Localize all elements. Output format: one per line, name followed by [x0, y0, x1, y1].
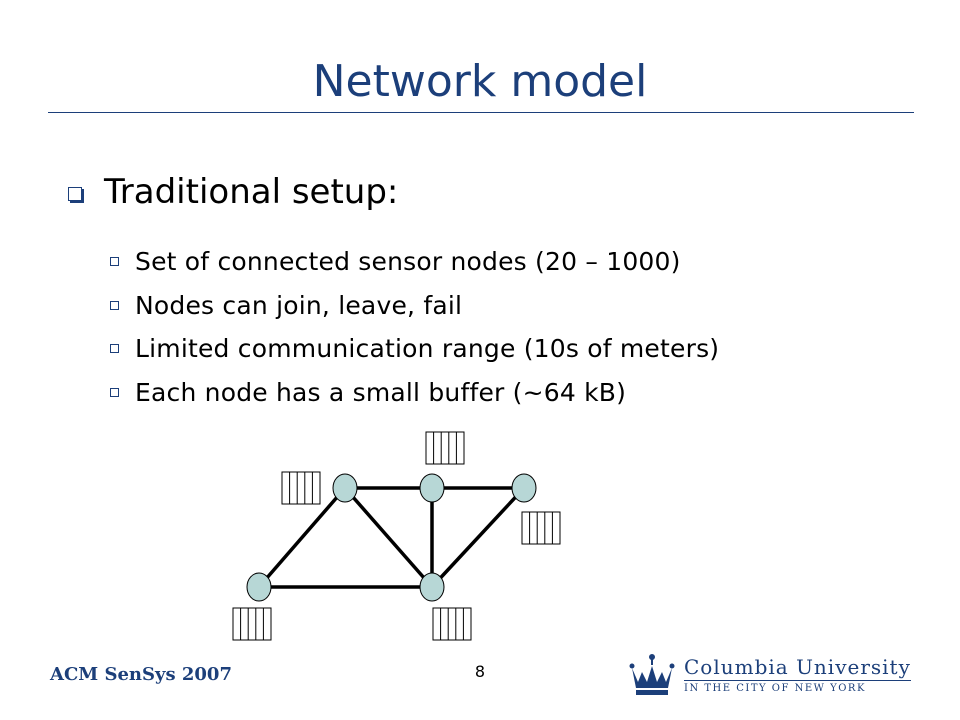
sub-bullet-item: Nodes can join, leave, fail — [110, 284, 719, 328]
logo-sub-text: IN THE CITY OF NEW YORK — [684, 679, 911, 694]
crown-icon — [629, 654, 675, 695]
square-bullet-icon — [68, 187, 82, 201]
sub-bullet-text: Each node has a small buffer (~64 kB) — [135, 377, 627, 407]
sensor-node — [246, 572, 272, 602]
buffer-icon — [432, 607, 472, 641]
sub-bullet-item: Limited communication range (10s of mete… — [110, 327, 719, 371]
logo-main-text: Columbia University — [684, 654, 911, 679]
sensor-node — [419, 473, 445, 503]
main-bullet-text: Traditional setup: — [104, 172, 399, 212]
edge — [430, 486, 526, 589]
sub-bullet-text: Nodes can join, leave, fail — [135, 290, 463, 320]
sub-bullet-text: Limited communication range (10s of mete… — [135, 334, 720, 364]
sub-bullet-item: Each node has a small buffer (~64 kB) — [110, 371, 719, 415]
small-square-bullet-icon — [110, 344, 119, 354]
buffer-icon — [232, 607, 272, 641]
slide-title: Network model — [312, 56, 648, 107]
sensor-node — [419, 572, 445, 602]
sensor-node — [332, 473, 358, 503]
page-number: 8 — [474, 662, 486, 681]
title-divider — [48, 112, 914, 113]
network-nodes — [246, 473, 537, 602]
edge — [343, 486, 434, 589]
sensor-node — [511, 473, 537, 503]
buffer-icon — [425, 431, 465, 465]
sub-bullet-list: Set of connected sensor nodes (20 – 1000… — [110, 240, 719, 414]
sub-bullet-item: Set of connected sensor nodes (20 – 1000… — [110, 240, 719, 284]
small-square-bullet-icon — [110, 387, 119, 397]
edge — [257, 486, 347, 589]
university-logo: Columbia University IN THE CITY OF NEW Y… — [628, 652, 911, 698]
node-buffers — [232, 431, 561, 641]
buffer-icon — [281, 471, 321, 505]
sub-bullet-text: Set of connected sensor nodes (20 – 1000… — [135, 247, 681, 277]
small-square-bullet-icon — [110, 300, 119, 310]
main-bullet: Traditional setup: — [68, 172, 398, 212]
buffer-icon — [521, 511, 561, 545]
network-edges — [257, 486, 526, 589]
small-square-bullet-icon — [110, 257, 119, 267]
conference-label: ACM SenSys 2007 — [50, 664, 232, 685]
